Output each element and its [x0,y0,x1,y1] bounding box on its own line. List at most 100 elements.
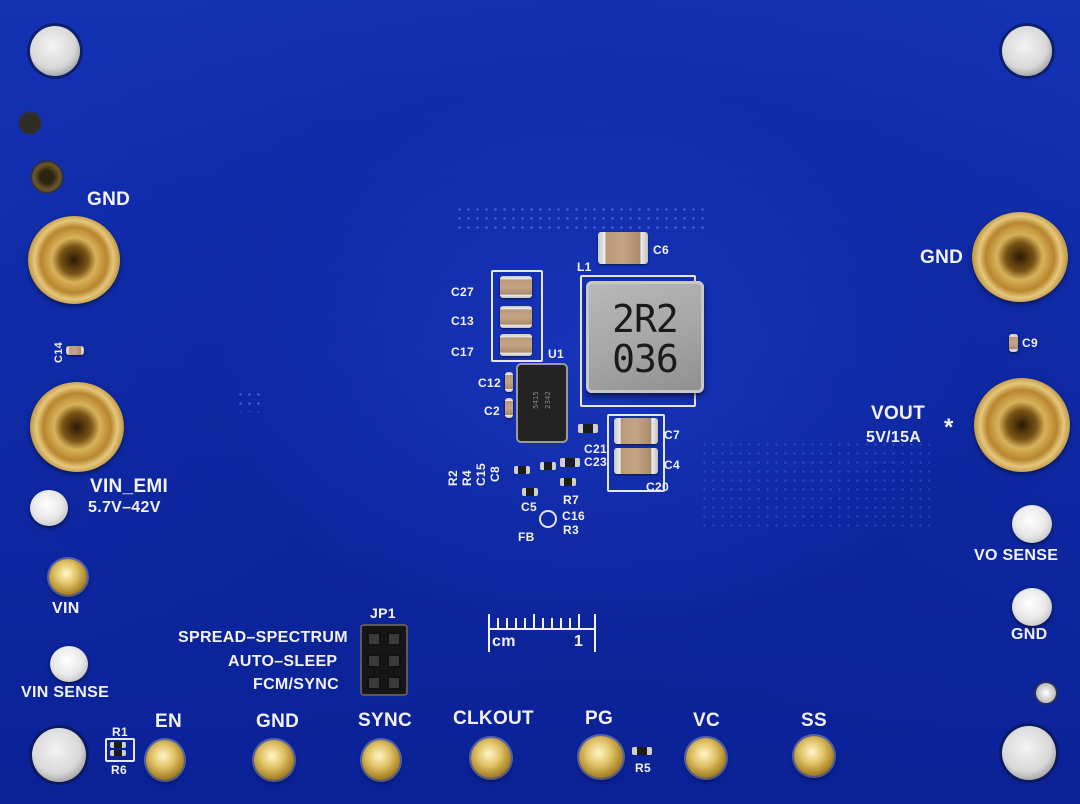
r1-r6-outline [105,738,135,762]
ruler-one-label: 1 [574,633,584,650]
ruler-tick [488,628,596,630]
c23-label: C23 [584,455,607,469]
gnd-bottom-test-point[interactable] [254,740,294,780]
fcm-sync-label: FCM/SYNC [253,676,339,693]
vo-sense-label: VO SENSE [974,547,1059,564]
ruler-tick [569,618,571,628]
capacitor-c6 [598,232,648,264]
r2-label: R2 [446,470,460,486]
c8-label: C8 [488,466,502,482]
ruler-tick [560,618,562,628]
ruler-tick [533,614,535,628]
jumper-pin [367,654,381,668]
fb-label: FB [518,530,535,544]
resistor-r1 [110,742,126,748]
ss-test-point[interactable] [794,736,834,776]
ruler-scale: cm 1 [488,610,598,652]
ruler-tick [542,618,544,628]
ruler-unit-label: cm [492,633,516,650]
fb-test-pad[interactable] [541,512,555,526]
inductor-marking-line2: 036 [612,337,679,381]
resistor [522,488,538,496]
gnd-output-jack[interactable] [972,212,1068,302]
gnd-input-jack[interactable] [28,216,120,304]
ruler-tick [524,618,526,628]
capacitor-c17 [500,334,532,356]
gnd-bottom-label: GND [256,711,300,732]
auto-sleep-label: AUTO–SLEEP [228,653,338,670]
l1-label: L1 [577,260,592,274]
ic-marking-line1: 5415 [532,391,540,409]
vin-emi-test-point[interactable] [30,490,68,526]
resistor [560,458,580,467]
ruler-tick [594,614,596,652]
clkout-test-point[interactable] [471,738,511,778]
vin-sense-label: VIN SENSE [21,684,110,701]
r3-label: R3 [563,523,579,537]
r1-label: R1 [112,725,128,739]
c5-label: C5 [521,500,537,514]
mounting-hole-bottom-left [32,728,86,782]
resistor [578,424,598,433]
capacitor-c9 [1009,334,1018,352]
jumper-pin [387,632,401,646]
gnd-sense-label: GND [1011,626,1048,643]
gnd-output-label: GND [920,247,964,268]
r4-label: R4 [460,470,474,486]
r6-label: R6 [111,763,127,777]
jumper-pin [367,676,381,690]
via [20,113,40,133]
gnd-input-label: GND [87,189,131,210]
via-field [700,440,930,530]
capacitor-c12 [505,372,513,392]
capacitor-c14 [66,346,84,355]
clkout-label: CLKOUT [453,708,534,729]
c17-label: C17 [451,345,474,359]
jp1-label: JP1 [370,605,396,621]
via [32,162,62,192]
ss-label: SS [801,710,827,731]
ruler-tick [488,614,490,652]
ruler-tick [578,614,580,628]
capacitor-c13 [500,306,532,328]
via-field [455,205,705,235]
c7-label: C7 [664,428,680,442]
spread-spectrum-label: SPREAD–SPECTRUM [178,629,348,646]
via [1036,683,1056,703]
capacitor-c27 [500,276,532,298]
c15-label: C15 [474,463,488,486]
vout-label: VOUT [871,403,925,424]
c7-c4-outline [607,414,665,492]
pg-test-point[interactable] [579,736,623,778]
jumper-pin [387,676,401,690]
c14-label: C14 [53,341,65,363]
vin-label: VIN [52,600,80,617]
mounting-hole-top-right [1002,26,1052,76]
vout-spec-label: 5V/15A [866,429,922,446]
jumper-pin [387,654,401,668]
gnd-sense-test-point[interactable] [1012,588,1052,626]
sync-test-point[interactable] [362,740,400,780]
vin-emi-range-label: 5.7V–42V [88,499,161,516]
vin-emi-jack[interactable] [30,382,124,472]
ruler-tick [506,618,508,628]
r5-label: R5 [635,761,651,775]
vin-sense-test-point[interactable] [50,646,88,682]
c20-label: C20 [646,480,669,494]
vout-jack[interactable] [974,378,1070,472]
en-test-point[interactable] [146,740,184,780]
vin-test-point[interactable] [49,559,87,595]
ruler-tick [497,618,499,628]
c2-label: C2 [484,404,500,418]
c21-label: C21 [584,442,607,456]
vc-label: VC [693,710,720,731]
vc-test-point[interactable] [686,738,726,778]
vo-sense-test-point[interactable] [1012,505,1052,543]
resistor [540,462,556,470]
ruler-tick [551,618,553,628]
jumper-jp1[interactable] [362,626,406,694]
c9-label: C9 [1022,336,1038,350]
c6-label: C6 [653,243,669,257]
ic-marking-line2: 2342 [544,391,552,409]
c16-label: C16 [562,509,585,523]
